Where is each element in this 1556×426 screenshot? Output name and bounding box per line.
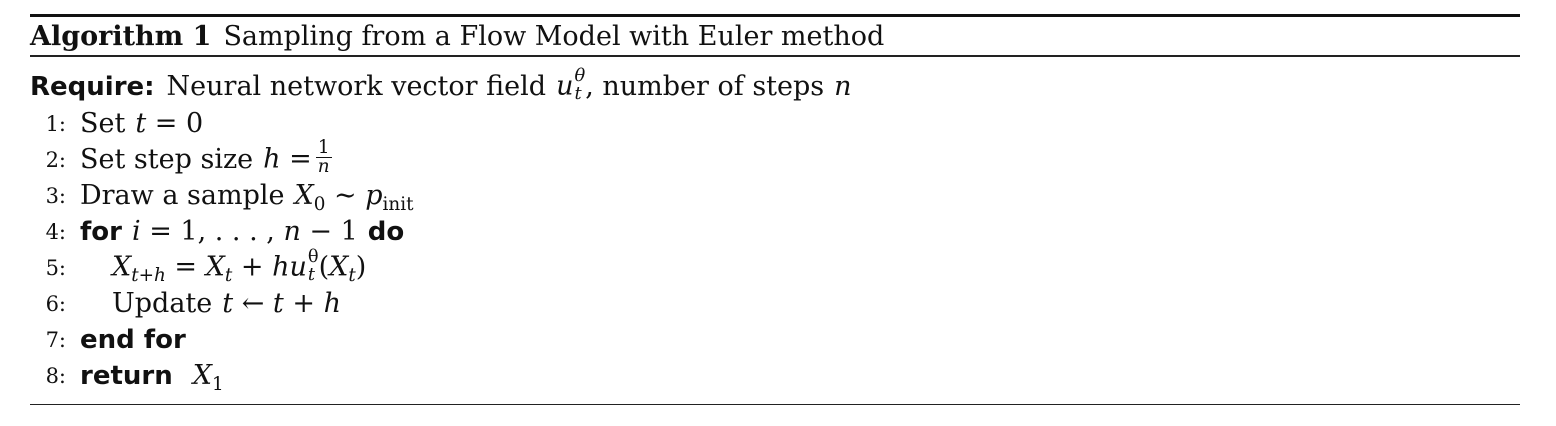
for-keyword: for bbox=[80, 216, 122, 247]
algorithm-title: Sampling from a Flow Model with Euler me… bbox=[223, 20, 885, 52]
line-number: 6: bbox=[45, 291, 66, 316]
algorithm-line-8: 8: return X1 bbox=[30, 358, 1520, 394]
bottom-rule bbox=[30, 403, 1520, 405]
line-number: 5: bbox=[45, 255, 66, 280]
math-expression: t = 0 bbox=[135, 108, 204, 139]
math-expression: t ← t + h bbox=[222, 288, 341, 319]
end-for-keyword: end for bbox=[80, 324, 186, 355]
algorithm-block: Algorithm 1 Sampling from a Flow Model w… bbox=[30, 14, 1520, 405]
algorithm-line-7: 7: end for bbox=[30, 322, 1520, 358]
line-number: 3: bbox=[45, 183, 66, 208]
math-expression: i = 1, . . . , n − 1 bbox=[132, 216, 358, 247]
top-rule bbox=[30, 14, 1520, 17]
line-text: Set bbox=[80, 108, 126, 139]
line-number: 1: bbox=[45, 111, 66, 136]
line-number: 4: bbox=[45, 219, 66, 244]
line-text: Update bbox=[112, 288, 213, 319]
return-keyword: return bbox=[80, 360, 173, 391]
algorithm-label: Algorithm 1 bbox=[30, 20, 212, 52]
line-text: Draw a sample bbox=[80, 180, 285, 211]
caption-rule bbox=[30, 55, 1520, 57]
line-number: 2: bbox=[45, 147, 66, 172]
require-text-2: , number of steps bbox=[585, 71, 825, 102]
line-text: Set step size bbox=[80, 144, 254, 175]
line-number: 8: bbox=[45, 363, 66, 388]
math-expression: X1 bbox=[192, 360, 224, 395]
algorithm-line-3: 3: Draw a sample X0 ∼ pinit bbox=[30, 178, 1520, 214]
math-n: n bbox=[834, 71, 852, 102]
do-keyword: do bbox=[367, 216, 405, 247]
algorithm-line-6: 6: Update t ← t + h bbox=[30, 286, 1520, 322]
algorithm-line-1: 1: Set t = 0 bbox=[30, 106, 1520, 142]
math-expression: X0 ∼ pinit bbox=[294, 180, 414, 215]
line-number: 7: bbox=[45, 327, 66, 352]
algorithm-line-4: 4: for i = 1, . . . , n − 1 do bbox=[30, 214, 1520, 250]
require-text: Neural network vector field bbox=[166, 71, 547, 102]
require-keyword: Require: bbox=[30, 71, 155, 102]
algorithm-caption: Algorithm 1 Sampling from a Flow Model w… bbox=[30, 17, 1520, 55]
